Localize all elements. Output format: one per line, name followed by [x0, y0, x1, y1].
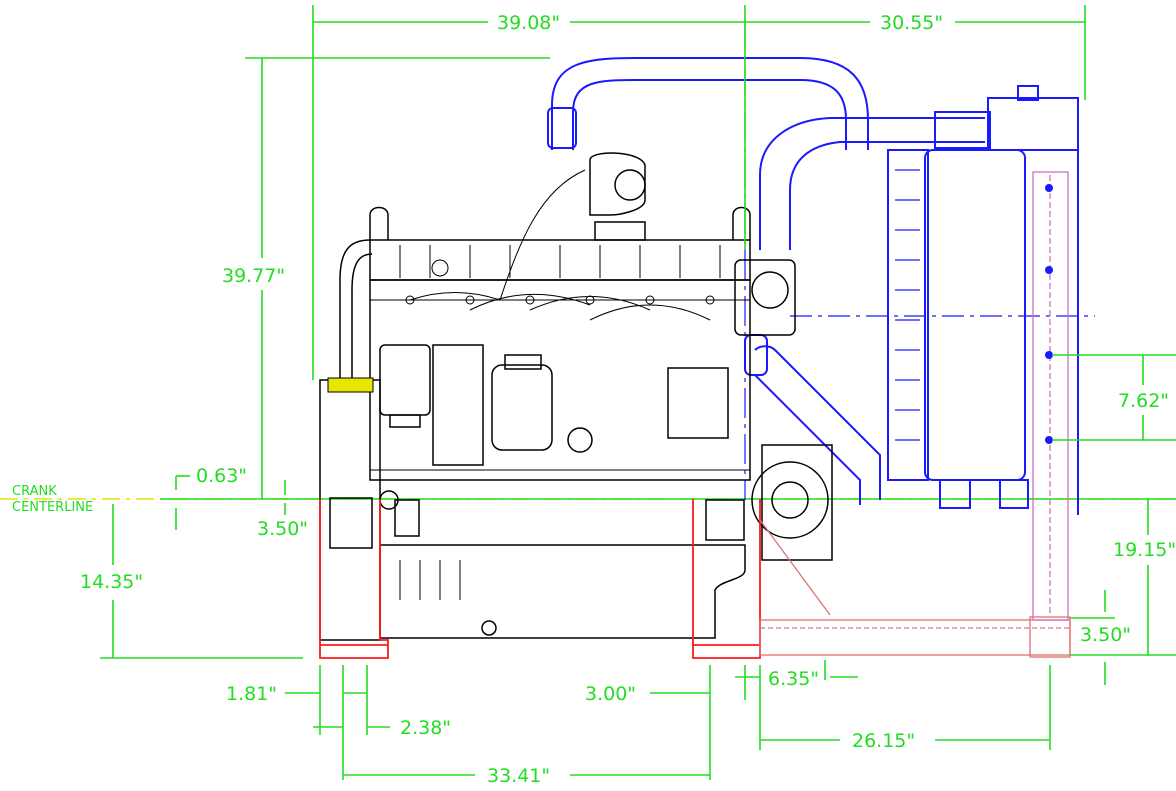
dim-front-gap: 6.35": [768, 668, 819, 690]
dim-crank-offset: 0.63": [196, 465, 247, 487]
engine-mounts: [319, 499, 761, 659]
dim-left-foot-width: 1.81": [226, 683, 277, 705]
radiator-mount: [1032, 171, 1069, 621]
crank-label: CRANK: [12, 484, 57, 499]
dim-front-foot-width: 3.00": [585, 683, 636, 705]
dim-rear-extension: 26.15": [852, 730, 915, 752]
dim-top-right-width: 30.55": [880, 12, 943, 34]
dim-foot-spacing: 33.41": [487, 765, 550, 787]
cooling-system: [547, 20, 1095, 515]
dim-overall-height: 39.77": [222, 265, 285, 287]
engine-body: [319, 152, 833, 641]
dimension-lines: [100, 5, 1176, 780]
dimension-labels: 39.08" 30.55" 39.77" 0.63" 3.50" 14.35" …: [80, 12, 1176, 787]
mounting-rail: [759, 519, 1071, 658]
centerline-label: CENTERLINE: [12, 500, 93, 515]
dim-left-mount-height: 3.50": [257, 518, 308, 540]
dim-below-crank-depth: 14.35": [80, 571, 143, 593]
dim-mount-spacing-right: 7.62": [1118, 390, 1169, 412]
dim-right-mount-height: 3.50": [1080, 624, 1131, 646]
dim-top-left-width: 39.08": [497, 12, 560, 34]
dim-right-height: 19.15": [1113, 539, 1176, 561]
dim-left-foot-offset: 2.38": [400, 717, 451, 739]
